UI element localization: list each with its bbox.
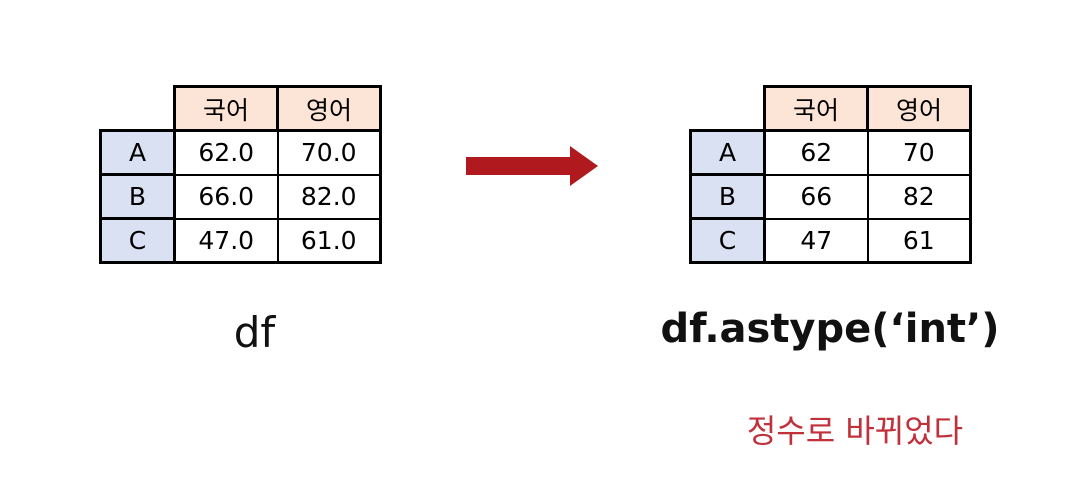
table-row: B 66.0 82.0: [99, 173, 382, 220]
corner-cell: [691, 87, 765, 131]
table-header-row: 국어 영어: [691, 85, 972, 132]
table-cell: 66.0: [173, 173, 279, 220]
row-header: C: [99, 217, 176, 264]
table-cell: 61.0: [276, 217, 382, 264]
table-cell: 47.0: [173, 217, 279, 264]
table-cell: 66: [763, 173, 869, 220]
table-cell: 47: [763, 217, 869, 264]
column-header: 영어: [276, 85, 382, 132]
row-header: A: [689, 129, 766, 176]
table-row: C 47 61: [689, 217, 972, 264]
table-cell: 62: [763, 129, 869, 176]
left-caption: df: [233, 308, 276, 357]
table-header-row: 국어 영어: [101, 85, 382, 132]
table-cell: 82: [866, 173, 972, 220]
astype-int-table: 국어 영어 A 62 70 B 66 82 C 47 61: [689, 85, 972, 264]
corner-cell: [101, 87, 175, 131]
table-row: B 66 82: [689, 173, 972, 220]
table-row: C 47.0 61.0: [99, 217, 382, 264]
table-cell: 62.0: [173, 129, 279, 176]
table-cell: 61: [866, 217, 972, 264]
right-arrow-icon: [466, 146, 598, 186]
column-header: 국어: [763, 85, 869, 132]
row-header: B: [99, 173, 176, 220]
table-cell: 70: [866, 129, 972, 176]
df-table: 국어 영어 A 62.0 70.0 B 66.0 82.0 C 47.0 61.…: [99, 85, 382, 264]
table-cell: 82.0: [276, 173, 382, 220]
row-header: B: [689, 173, 766, 220]
table-row: A 62 70: [689, 129, 972, 176]
arrow-shape: [466, 146, 598, 186]
table-cell: 70.0: [276, 129, 382, 176]
column-header: 영어: [866, 85, 972, 132]
row-header: C: [689, 217, 766, 264]
row-header: A: [99, 129, 176, 176]
column-header: 국어: [173, 85, 279, 132]
right-caption: df.astype(‘int’): [660, 306, 1000, 352]
table-row: A 62.0 70.0: [99, 129, 382, 176]
conversion-note: 정수로 바뀌었다: [746, 412, 964, 450]
